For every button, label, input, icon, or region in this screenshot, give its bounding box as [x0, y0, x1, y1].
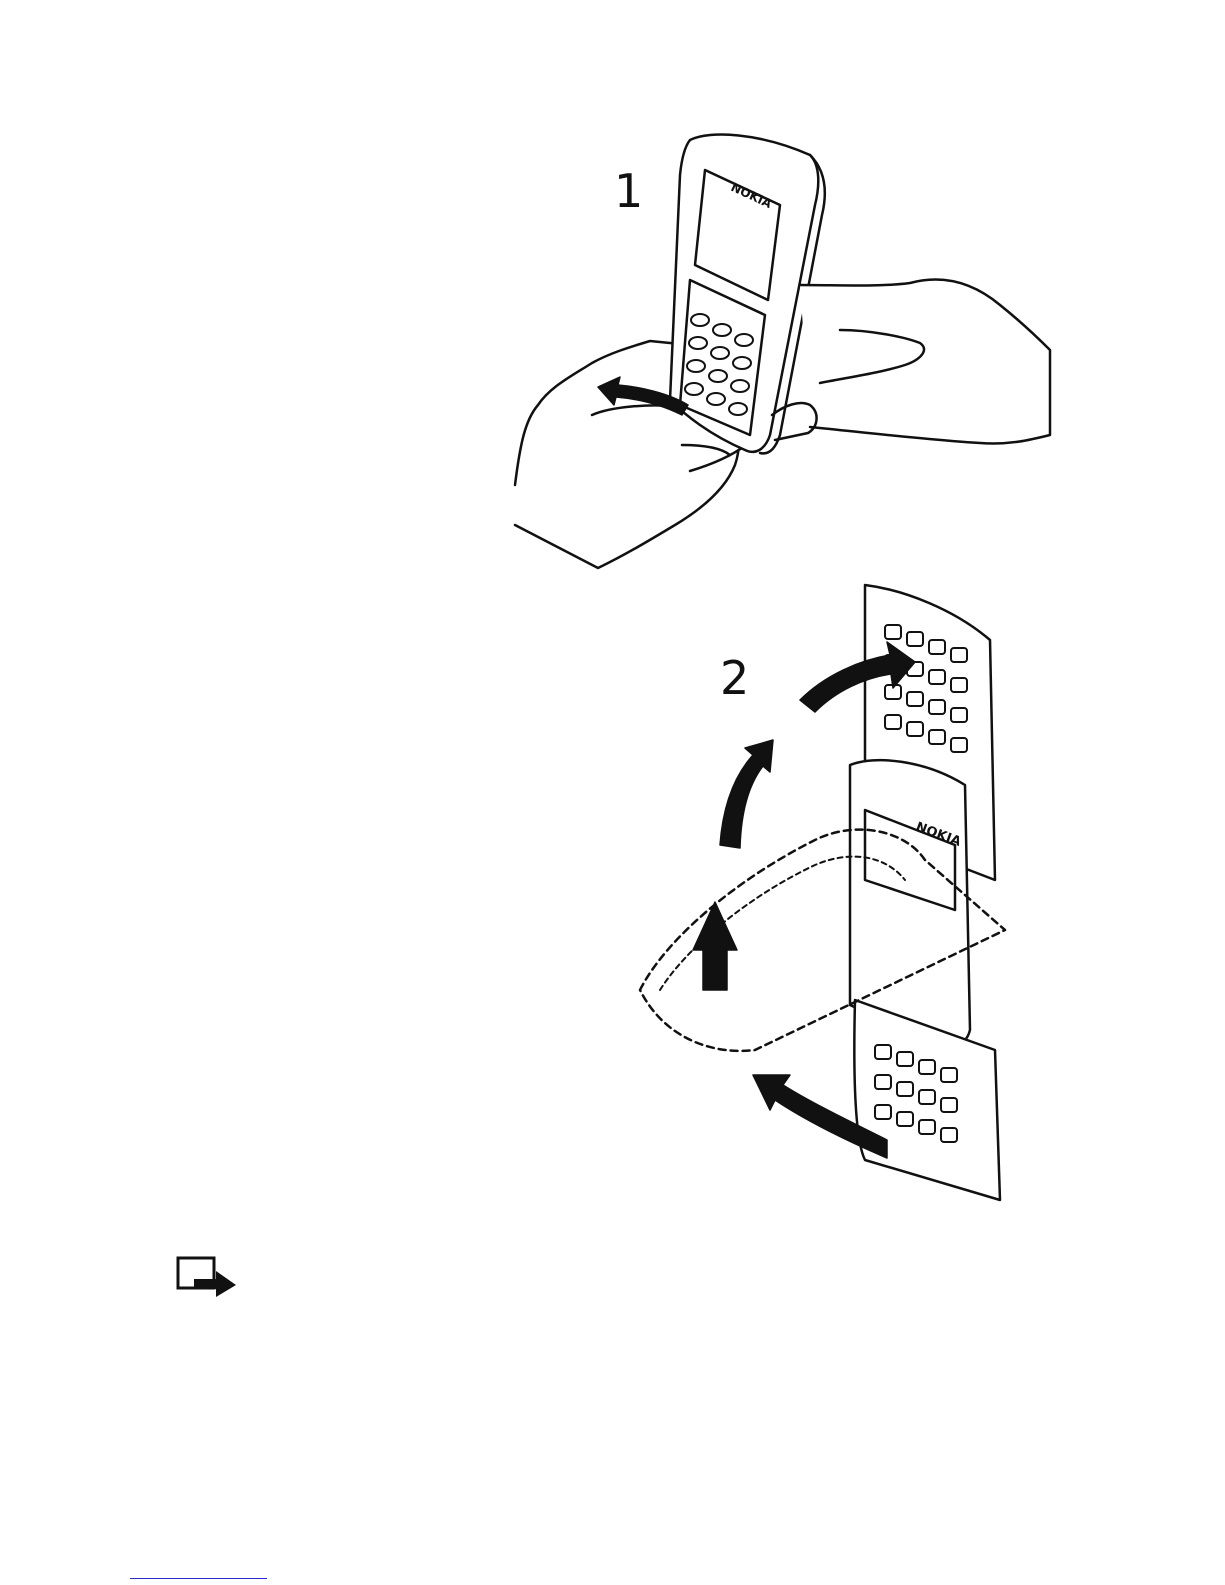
right-hand	[800, 279, 1050, 443]
keyboard-panel-bottom	[854, 1000, 1000, 1200]
note-icon	[176, 1255, 238, 1297]
step-number-1: 1	[614, 168, 643, 214]
step-number-2: 2	[720, 655, 749, 701]
figure-step-1-illustration: NOKIA	[510, 115, 1070, 575]
rotate-arrow-middle	[720, 740, 773, 848]
figure-step-2-illustration: NOKIA	[625, 580, 1055, 1220]
lift-arrow	[693, 902, 737, 990]
footer-link-underline[interactable]	[130, 1578, 267, 1579]
